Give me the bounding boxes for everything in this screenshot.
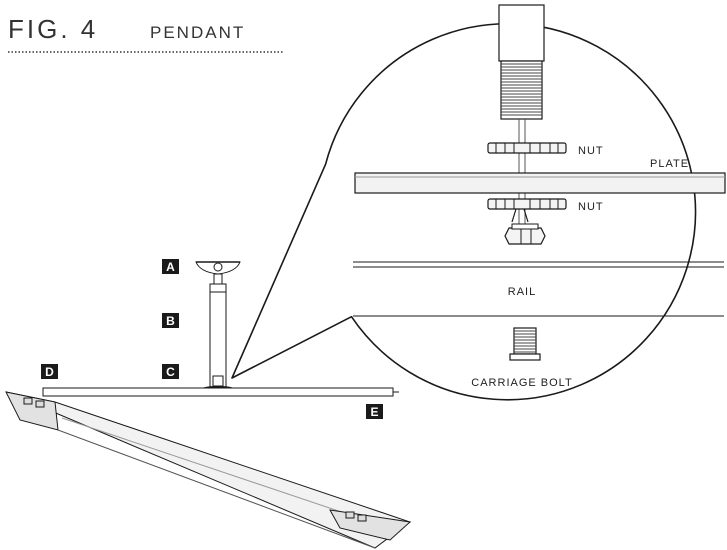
callout-bubble [231, 22, 697, 401]
rod-top-coupler [209, 283, 227, 293]
detail-callout: NUT PLATE NUT RAIL CARRIAGE BOLT [231, 4, 726, 401]
tag-e: E [366, 404, 383, 419]
pipe-body [498, 4, 545, 62]
tag-b-box [162, 313, 179, 328]
figure-title-text: PENDANT [150, 23, 245, 42]
pendant-rod [209, 283, 227, 389]
carriage-bolt [509, 327, 541, 361]
label-rail: RAIL [508, 286, 536, 298]
nut-bottom-ridges [495, 199, 559, 209]
thread-lines [501, 63, 542, 116]
canopy-center [213, 262, 223, 272]
tag-c: C [162, 364, 179, 379]
pendant-assembly [42, 261, 399, 397]
carriage-bolt-body [513, 327, 537, 355]
wire-ends [511, 208, 529, 223]
label-nut-top: NUT [578, 145, 604, 157]
tag-d: D [41, 364, 58, 379]
tag-d-box [41, 364, 58, 379]
fixture-clip-left-2 [35, 400, 45, 408]
tag-c-label: C [166, 365, 175, 379]
nut-top-body [487, 142, 567, 154]
rail [42, 387, 394, 397]
figure-title: FIG. 4 PENDANT [8, 14, 284, 53]
carriage-bolt-head [509, 353, 541, 361]
canopy-fitting [213, 273, 223, 285]
tag-d-label: D [45, 365, 54, 379]
fixture-clip-left-1 [23, 397, 33, 405]
hex-fitting [504, 227, 546, 245]
figure-number: FIG. 4 [8, 14, 98, 44]
plate [354, 172, 726, 194]
nut-bottom [487, 198, 567, 210]
fixture-clip-right-1 [345, 511, 355, 519]
tag-c-box [162, 364, 179, 379]
carriage-bolt-threads [514, 330, 536, 353]
label-carriage-bolt: CARRIAGE BOLT [471, 377, 572, 389]
hex-fitting-collar [511, 223, 539, 230]
pipe-threads [500, 60, 543, 120]
fixture-clip-right-2 [357, 514, 367, 522]
nut-bottom-body [487, 198, 567, 210]
tag-b: B [162, 313, 179, 328]
tag-e-box [366, 404, 383, 419]
rod-bottom-coupler [212, 375, 224, 387]
light-fixture [5, 391, 412, 549]
tag-b-label: B [166, 314, 175, 328]
nut-top-ridges [495, 143, 559, 153]
tag-a-box [162, 259, 179, 274]
tag-a: A [162, 259, 179, 274]
tag-a-label: A [166, 260, 175, 274]
nut-top [487, 142, 567, 154]
fixture-lens-edge [57, 429, 376, 549]
tag-e-label: E [370, 405, 378, 419]
label-plate: PLATE [650, 158, 689, 170]
label-nut-bottom: NUT [578, 201, 604, 213]
